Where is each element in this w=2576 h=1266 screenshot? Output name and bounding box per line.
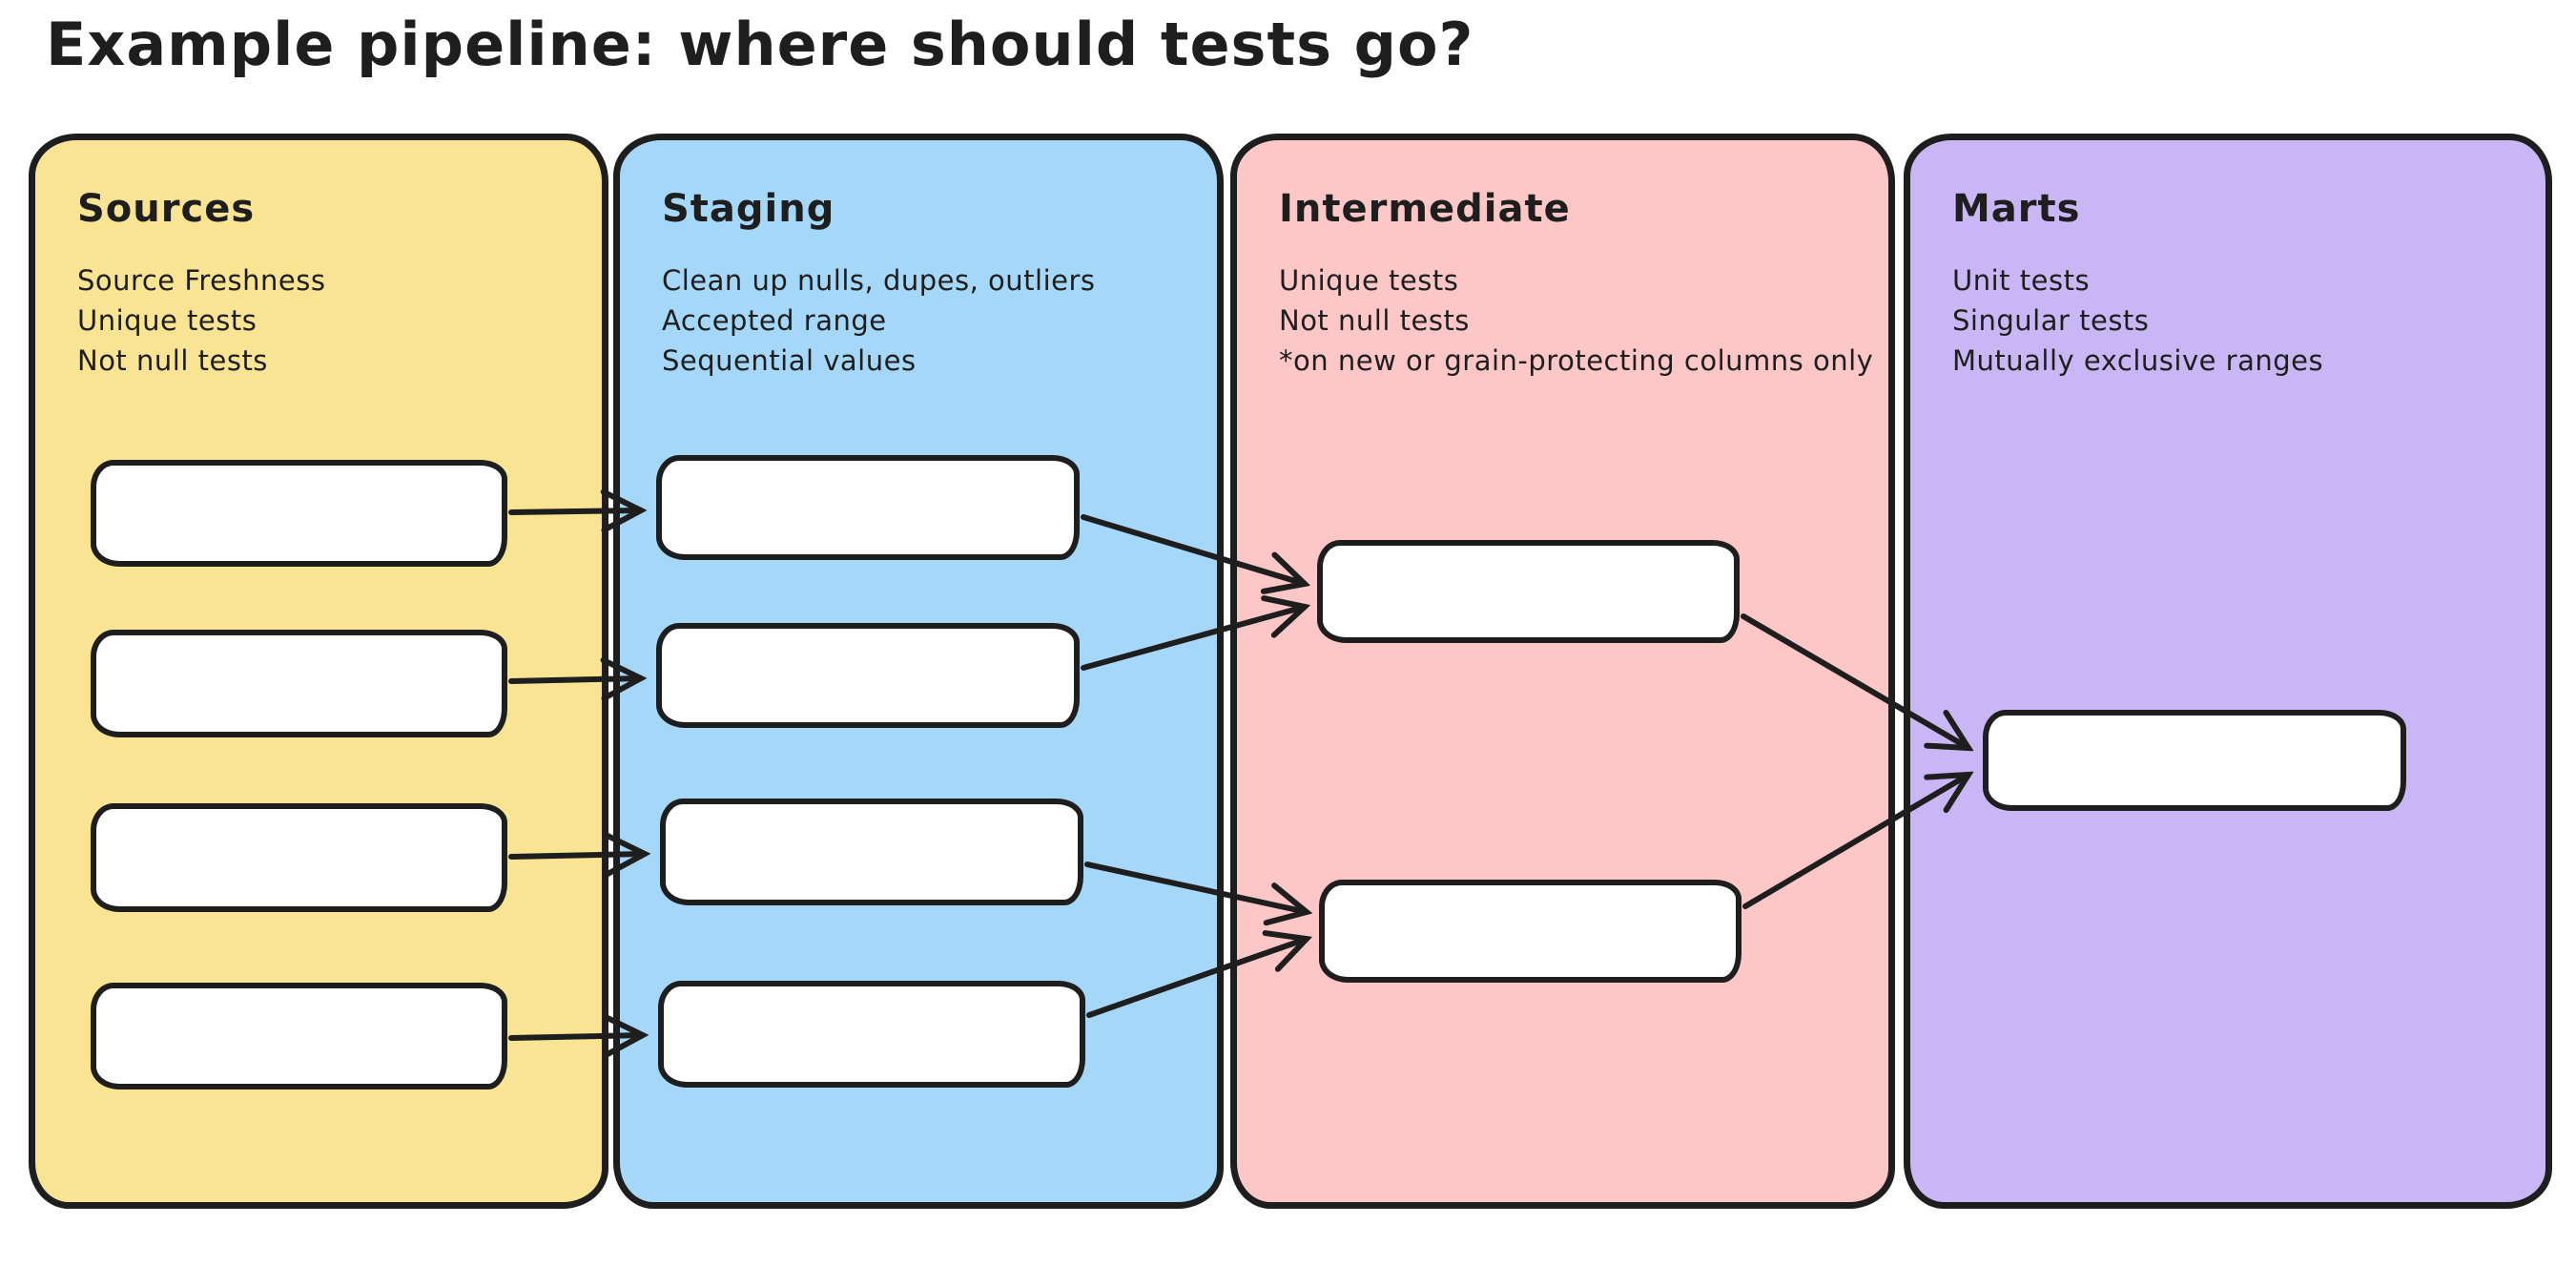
node-staging-4	[658, 981, 1085, 1088]
column-sources-tests: Source Freshness Unique tests Not null t…	[77, 260, 573, 381]
test-item: Clean up nulls, dupes, outliers	[662, 264, 1096, 297]
column-intermediate: Intermediate Unique tests Not null tests…	[1230, 134, 1895, 1209]
column-sources-title: Sources	[77, 187, 256, 231]
test-item: Unit tests	[1952, 264, 2091, 297]
node-marts-1	[1983, 710, 2406, 811]
column-marts-title: Marts	[1952, 187, 2081, 231]
test-item: Unique tests	[1279, 264, 1459, 297]
node-sources-1	[91, 460, 507, 567]
column-marts-tests: Unit tests Singular tests Mutually exclu…	[1952, 260, 2517, 381]
column-intermediate-tests: Unique tests Not null tests *on new or g…	[1279, 260, 1874, 381]
test-item: Mutually exclusive ranges	[1952, 344, 2324, 378]
column-staging-tests: Clean up nulls, dupes, outliers Accepted…	[662, 260, 1188, 381]
node-sources-4	[91, 983, 507, 1090]
test-item: Not null tests	[1279, 304, 1470, 338]
test-item: Accepted range	[662, 304, 887, 338]
test-item: Source Freshness	[77, 264, 326, 297]
test-item: Sequential values	[662, 344, 917, 378]
node-sources-2	[91, 630, 507, 737]
diagram-title: Example pipeline: where should tests go?	[46, 10, 1474, 79]
column-staging-title: Staging	[662, 187, 835, 231]
node-intermediate-2	[1319, 880, 1741, 983]
node-intermediate-1	[1317, 540, 1740, 643]
test-item: Not null tests	[77, 344, 268, 378]
node-staging-2	[656, 623, 1080, 728]
column-intermediate-title: Intermediate	[1279, 187, 1571, 231]
node-sources-3	[91, 803, 507, 912]
test-item: *on new or grain-protecting columns only	[1279, 344, 1874, 378]
node-staging-3	[660, 799, 1083, 905]
test-item: Unique tests	[77, 304, 258, 338]
node-staging-1	[656, 455, 1080, 560]
column-marts: Marts Unit tests Singular tests Mutually…	[1904, 134, 2552, 1209]
test-item: Singular tests	[1952, 304, 2150, 338]
